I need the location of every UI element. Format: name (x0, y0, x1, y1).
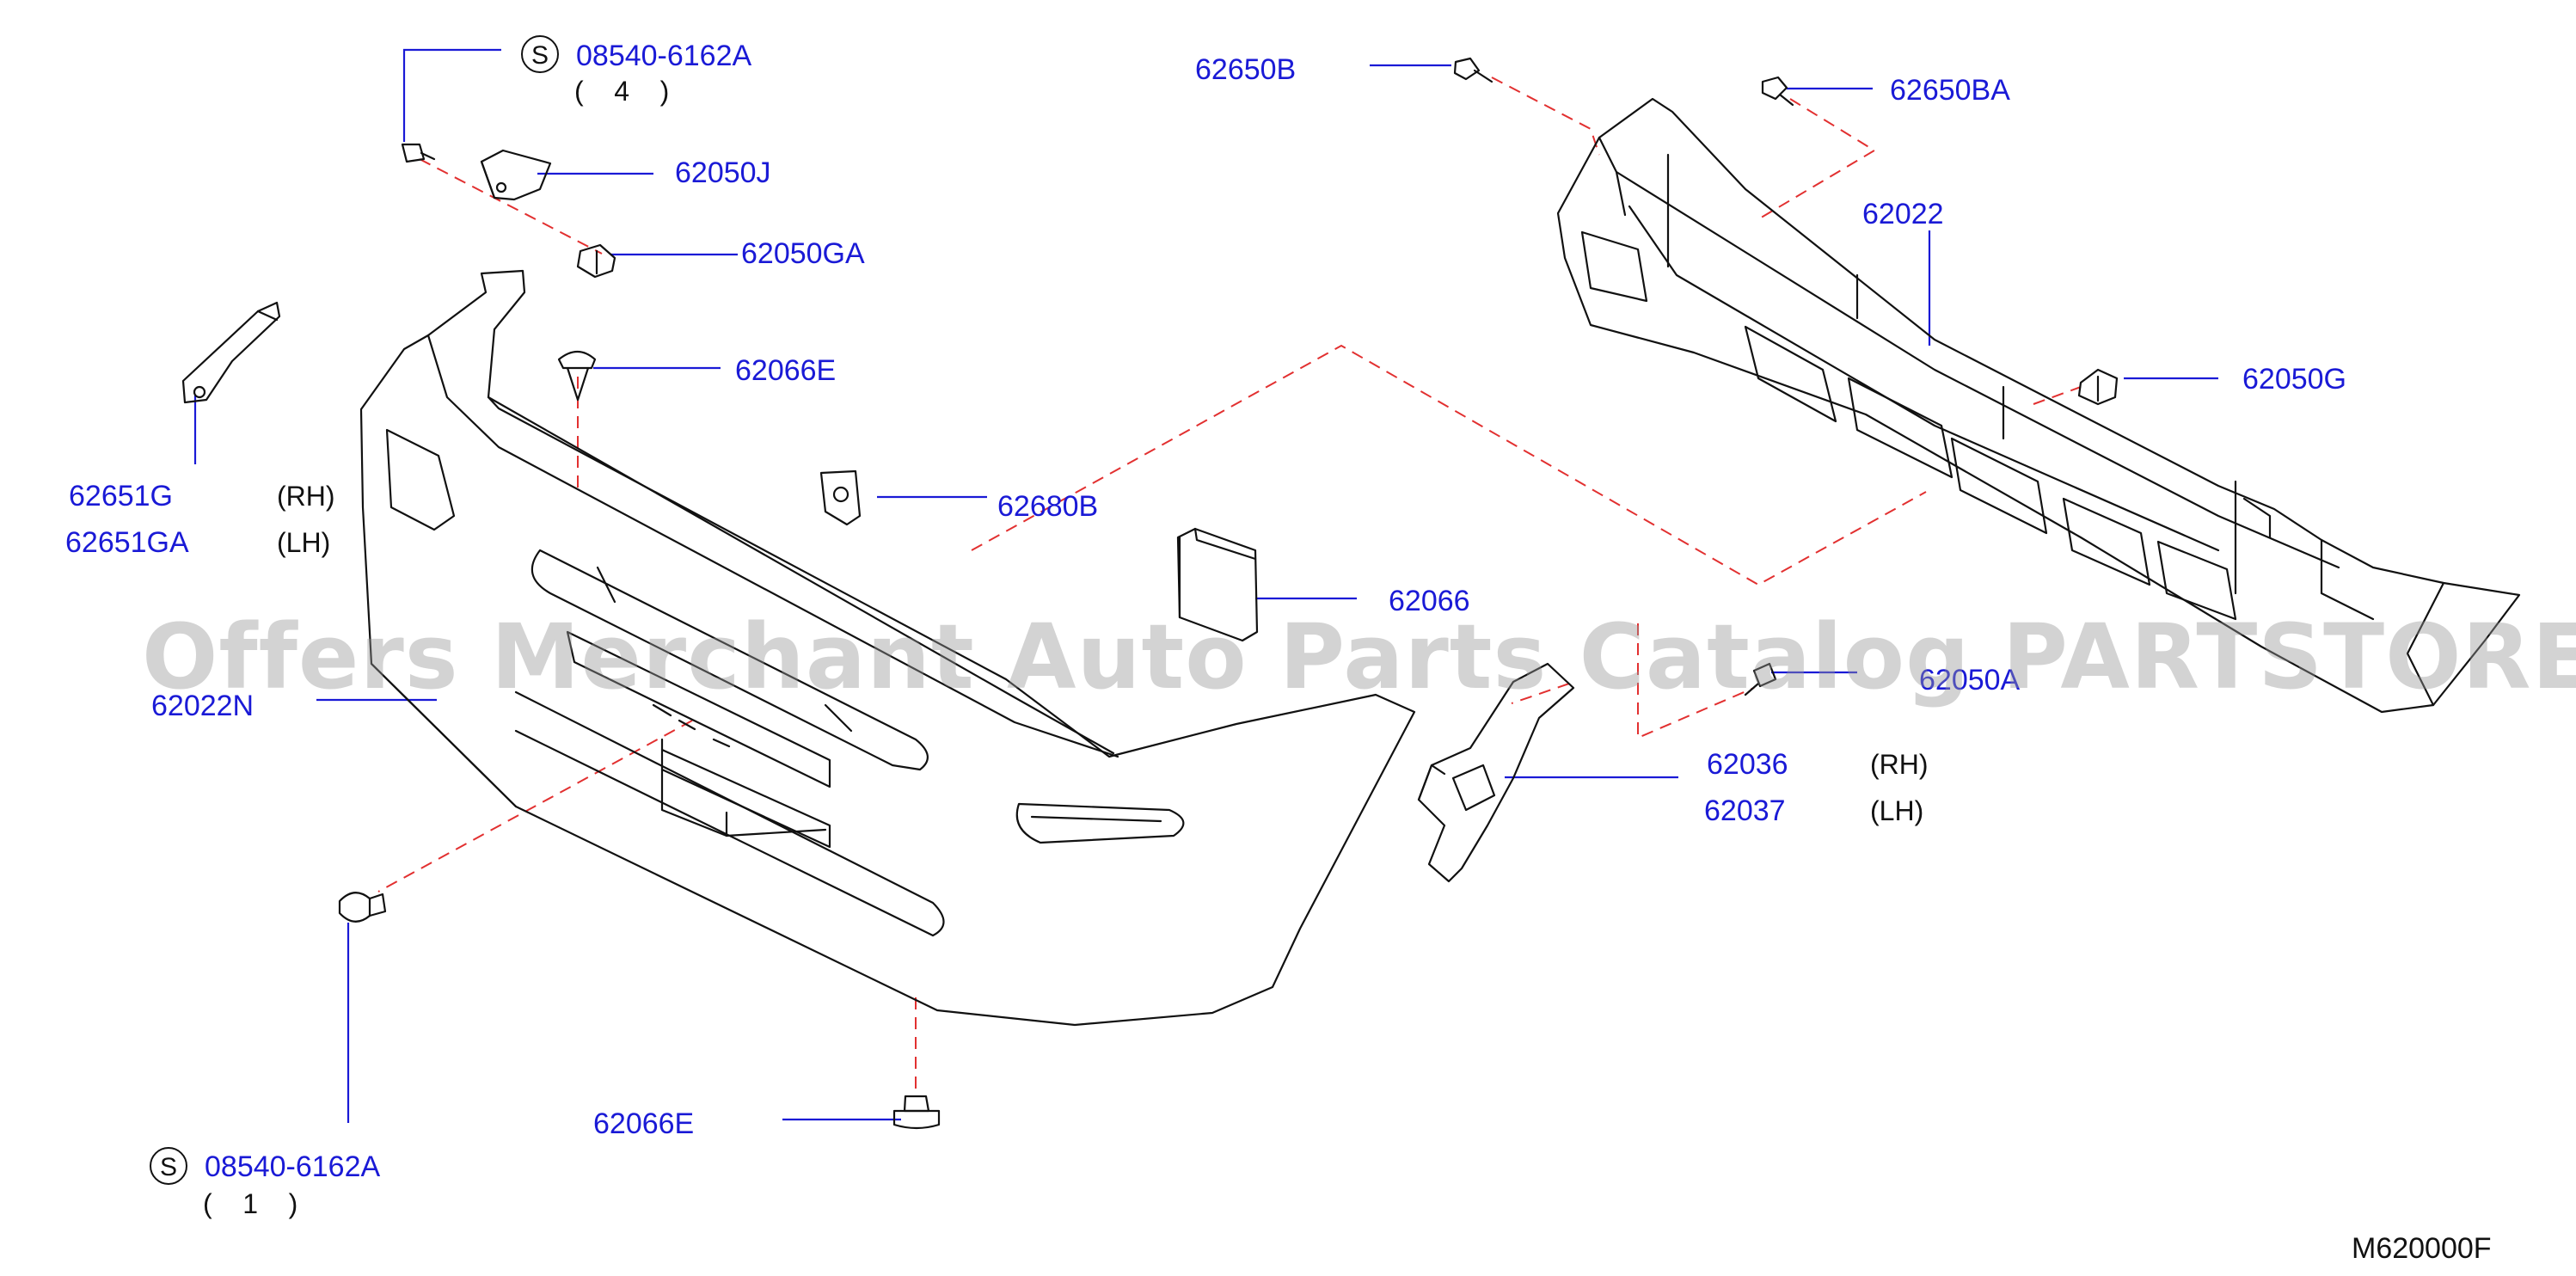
part-number-62037[interactable]: 62037 (1704, 794, 1786, 827)
part-number-62066e-bottom[interactable]: 62066E (593, 1107, 695, 1140)
bracket-62050j (480, 149, 552, 201)
diagram-code: M620000F (2352, 1232, 2492, 1265)
side-lh-62037: (LH) (1870, 795, 1924, 826)
screw-top-s-badge: S (521, 35, 559, 73)
part-number-62050a[interactable]: 62050A (1919, 664, 2021, 696)
part-drawings (181, 57, 2521, 1130)
part-number-62050ga[interactable]: 62050GA (741, 237, 865, 270)
screw-bottom-s-badge: S (150, 1147, 187, 1185)
part-number-screw-top[interactable]: 08540-6162A (576, 40, 752, 72)
part-number-62650ba[interactable]: 62650BA (1890, 74, 2010, 107)
part-number-62650b[interactable]: 62650B (1195, 53, 1297, 86)
bolt-62650ba (1761, 76, 1794, 107)
bumper-fascia (359, 269, 1416, 1027)
clip-bottom-left (338, 892, 387, 923)
side-clip (181, 301, 281, 404)
part-number-62050g[interactable]: 62050G (2242, 363, 2346, 396)
bolt-62650b (1453, 57, 1493, 83)
part-number-62022[interactable]: 62022 (1862, 198, 1944, 230)
leader-lines (193, 48, 2218, 1123)
assembly-lines (377, 77, 2082, 1094)
nut-clip-62680b (819, 469, 862, 526)
bumper-reinforcement (1556, 97, 2521, 714)
screw-62050a (1744, 662, 1777, 696)
part-number-62066e-top[interactable]: 62066E (735, 354, 837, 387)
part-number-62680b[interactable]: 62680B (997, 490, 1099, 523)
side-rh-62036: (RH) (1870, 749, 1929, 780)
part-number-62050j[interactable]: 62050J (675, 156, 771, 189)
part-number-62066[interactable]: 62066 (1389, 585, 1470, 617)
side-lh-62651ga: (LH) (277, 527, 331, 558)
part-number-62651g[interactable]: 62651G (69, 480, 173, 512)
clip-62066e-top (557, 350, 597, 402)
side-bracket (1417, 662, 1575, 883)
side-rh-62651g: (RH) (277, 481, 335, 512)
screw-top (401, 143, 436, 163)
part-number-62022n[interactable]: 62022N (151, 690, 255, 722)
part-number-62651ga[interactable]: 62651GA (65, 526, 189, 559)
watermark: Offers Merchant Auto Parts Catalog PARTS… (142, 604, 2576, 709)
grommet-62050ga (576, 243, 616, 279)
grommet-62050g (2077, 368, 2119, 406)
screw-bottom-quantity: ( 1 ) (203, 1188, 298, 1219)
part-number-62036[interactable]: 62036 (1707, 748, 1788, 781)
absorber-62066 (1176, 527, 1259, 642)
part-number-screw-bottom[interactable]: 08540-6162A (205, 1150, 381, 1183)
clip-62066e-bottom (892, 1095, 941, 1130)
screw-top-quantity: ( 4 ) (574, 76, 670, 107)
